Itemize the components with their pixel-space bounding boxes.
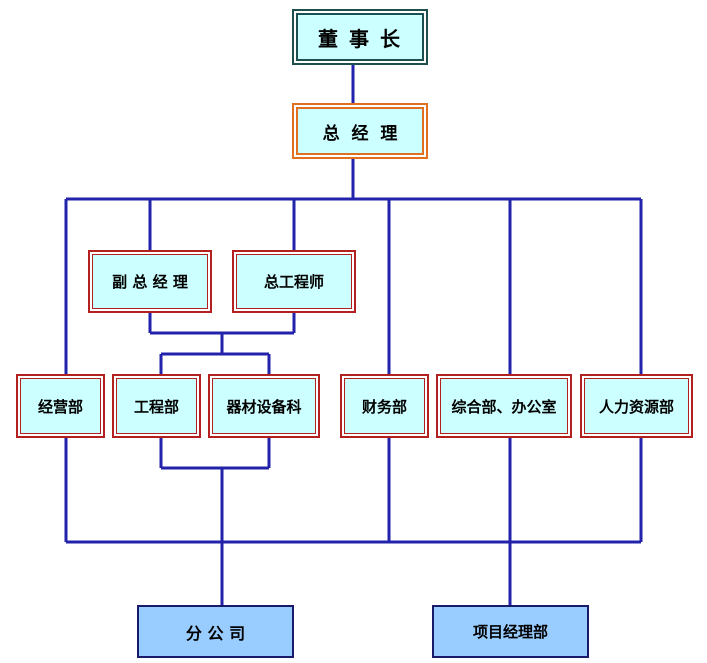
business-dept-label: 经营部 — [37, 397, 83, 416]
engineering-dept-label: 工程部 — [133, 397, 179, 416]
branch-company-box: 分 公 司 — [137, 605, 294, 658]
hr-dept-label: 人力资源部 — [598, 397, 674, 416]
business-dept-box: 经营部 — [16, 374, 105, 438]
equipment-section-label: 器材设备科 — [226, 397, 302, 416]
finance-dept-label: 财务部 — [361, 397, 407, 416]
engineering-dept-box: 工程部 — [112, 374, 201, 438]
chairman-box: 董 事 长 — [292, 9, 428, 65]
project-dept-box: 项目经理部 — [432, 605, 589, 658]
project-dept-label: 项目经理部 — [472, 623, 548, 641]
equipment-section-box: 器材设备科 — [208, 374, 320, 438]
general-manager-label: 总 经 理 — [322, 123, 398, 144]
finance-dept-box: 财务部 — [340, 374, 429, 438]
admin-office-box: 综合部、办公室 — [436, 374, 572, 438]
chairman-label: 董 事 长 — [318, 26, 402, 51]
branch-company-label: 分 公 司 — [185, 623, 246, 643]
general-manager-box: 总 经 理 — [292, 103, 428, 159]
hr-dept-box: 人力资源部 — [580, 374, 693, 438]
deputy-gm-label: 副 总 经 理 — [112, 273, 188, 291]
chief-engineer-box: 总工程师 — [232, 250, 356, 313]
deputy-gm-box: 副 总 经 理 — [88, 250, 212, 313]
chief-engineer-label: 总工程师 — [263, 273, 324, 291]
admin-office-label: 综合部、办公室 — [451, 397, 557, 416]
